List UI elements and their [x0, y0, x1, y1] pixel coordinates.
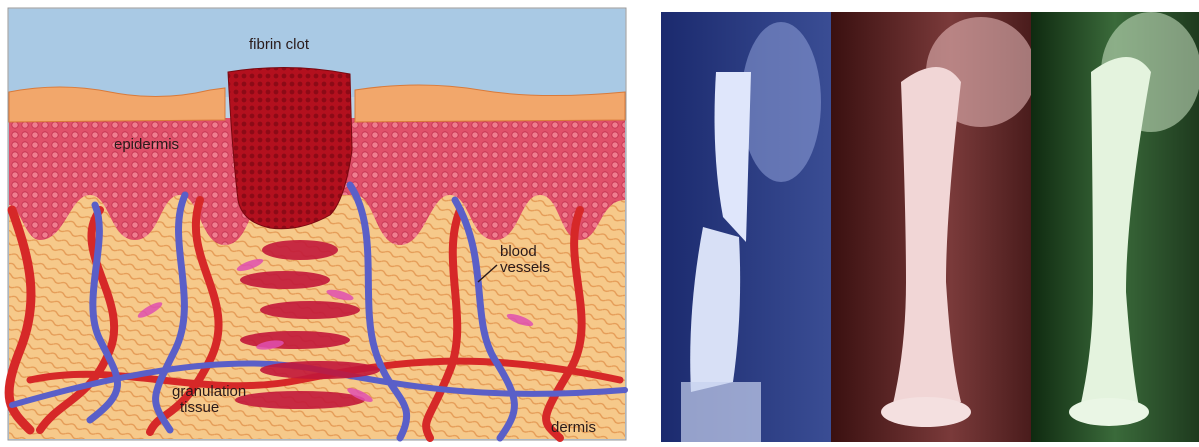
dermis-label: dermis [551, 420, 596, 436]
xray-sequence [661, 12, 1199, 442]
blood-vessels-label: blood vessels [500, 244, 550, 276]
blood-vessels-label-line1: blood [500, 244, 550, 260]
fibrin-clot-label: fibrin clot [249, 37, 309, 53]
xray-panel-fracture [661, 12, 831, 442]
xray-panel-healed [1031, 12, 1199, 442]
xray-panels [661, 12, 1199, 442]
fibrin-clot [228, 67, 352, 228]
xray-panel-healing [831, 12, 1036, 442]
wound-healing-illustration: fibrin clot epidermis blood vessels gran… [0, 0, 634, 442]
granulation-label-line1: granulation [172, 384, 246, 400]
granulation-tissue-label: granulation tissue [172, 384, 246, 416]
wound-illustration-drawing [0, 0, 634, 442]
blood-vessels-label-line2: vessels [500, 260, 550, 276]
granulation-label-line2: tissue [180, 400, 246, 416]
epidermis-label: epidermis [114, 137, 179, 153]
